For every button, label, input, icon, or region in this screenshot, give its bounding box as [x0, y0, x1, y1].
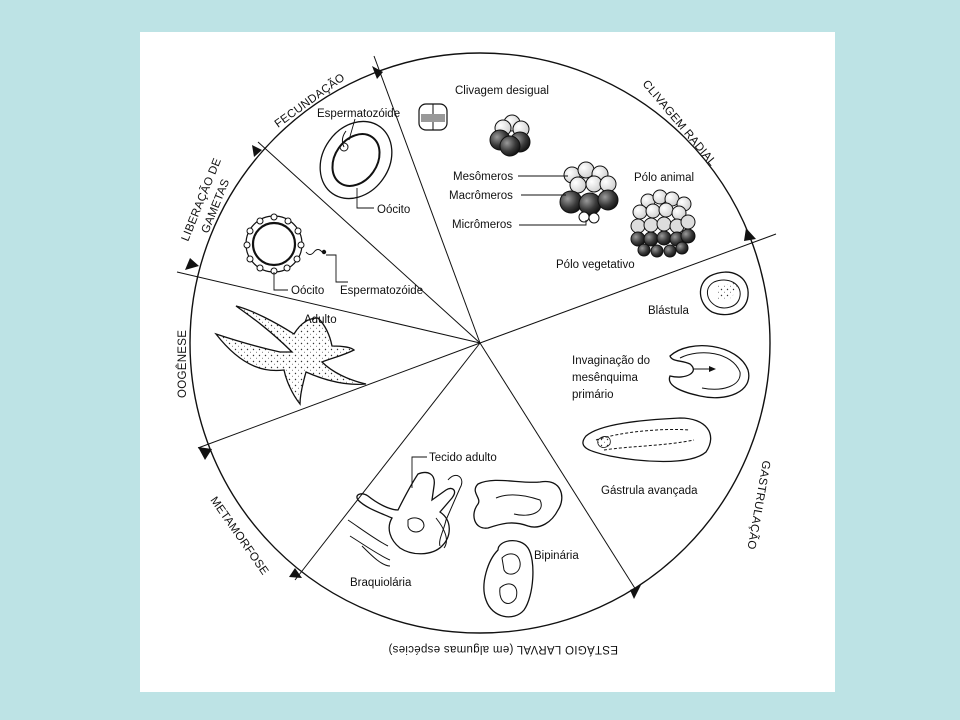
label-invaginacao-1: Invaginação do [572, 355, 650, 367]
label-mesomeros: Mesômeros [453, 171, 513, 183]
stage-estagio-larval: ESTÁGIO LARVAL (em algumas espécies) [388, 643, 618, 656]
advanced-gastrula-illustration [582, 417, 712, 463]
cycle-circle [189, 52, 771, 634]
label-braquiolaria: Braquiolária [350, 577, 412, 589]
label-oocito-left: Oócito [291, 285, 324, 297]
label-polo-vegetativo: Pólo vegetativo [556, 259, 635, 271]
divider-lines [176, 55, 777, 591]
label-gastrula-avancada: Gástrula avançada [601, 485, 698, 497]
label-polo-animal: Pólo animal [634, 172, 694, 184]
stage-fecundacao: FECUNDAÇÃO [272, 71, 347, 131]
stage-oogenese: OOGÊNESE [176, 330, 189, 398]
cleavage-embryo-illustration [559, 161, 619, 224]
brachiolaria-larva-illustration [347, 471, 463, 567]
label-invaginacao-2: mesênquima [572, 372, 638, 384]
bipinaria-side-illustration [483, 540, 534, 618]
blastula-illustration [699, 271, 749, 316]
stage-metamorfose: METAMORFOSE [208, 495, 271, 578]
adult-starfish-illustration [214, 305, 367, 406]
label-macromeros: Macrômeros [449, 190, 513, 202]
stage-gastrulacao: GASTRULAÇÃO [744, 459, 772, 550]
bipinnaria-larva-illustration [473, 479, 563, 529]
released-gametes-illustration [243, 213, 327, 275]
label-tecido-adulto: Tecido adulto [429, 452, 497, 464]
label-oocito-top: Oócito [377, 204, 410, 216]
two-cell-stage-illustration [418, 103, 448, 131]
label-blastula: Blástula [648, 305, 690, 317]
cycle-arrowheads [185, 66, 756, 599]
stage-clivagem-radial: CLIVAGEM RADIAL [640, 78, 719, 169]
invagination-illustration [668, 345, 750, 399]
fertilized-oocyte-illustration [319, 120, 393, 200]
label-adulto: Adulto [304, 314, 337, 326]
blastomere-cluster-illustration [630, 189, 696, 258]
label-bipinaria: Bipinária [534, 550, 579, 562]
label-clivagem-desigual: Clivagem desigual [455, 85, 549, 97]
label-espermatozoide-top: Espermatozóide [317, 108, 400, 120]
eight-cell-embryo-illustration [489, 114, 531, 157]
label-invaginacao-3: primário [572, 389, 614, 401]
label-micromeros: Micrômeros [452, 219, 512, 231]
label-espermatozoide-left: Espermatozóide [340, 285, 423, 297]
